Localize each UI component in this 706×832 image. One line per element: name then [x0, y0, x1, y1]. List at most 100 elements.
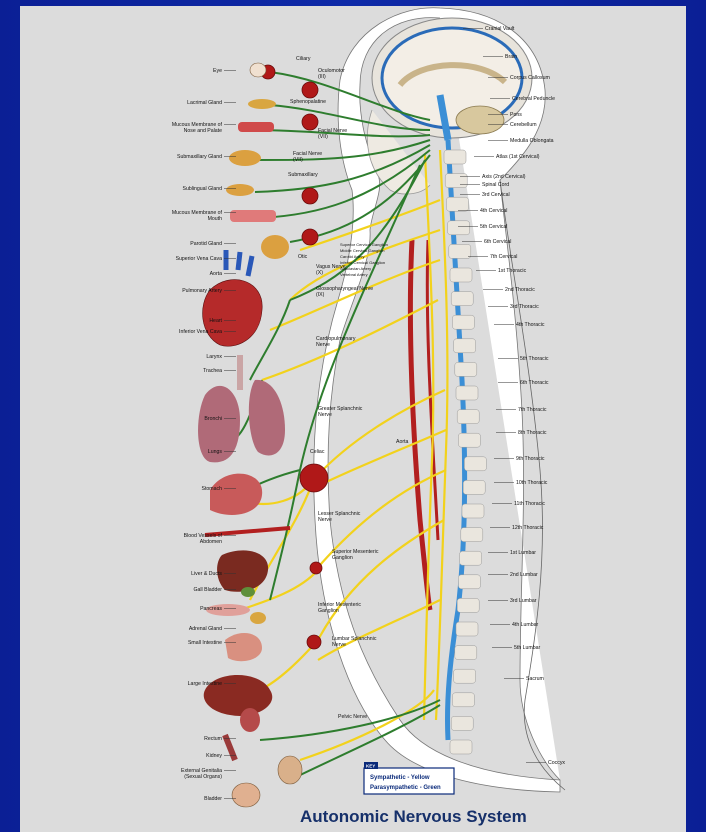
small-intestine: [225, 633, 262, 661]
label-4th-lumbar: 4th Lumbar: [512, 622, 539, 628]
label-10th-thoracic: 10th Thoracic: [516, 480, 548, 486]
genitalia-organ: [278, 756, 302, 784]
label-mucous-membrane-of-mouth-line2: Mouth: [208, 216, 223, 222]
label-facial-nerve-vii-line2: (VII): [293, 157, 303, 163]
label-celiac: Celiac: [310, 449, 325, 455]
superior-mesenteric-ganglion: [310, 562, 322, 574]
label-liver-ducts: Liver & Ducts: [191, 571, 222, 577]
label-aorta: Aorta: [210, 271, 223, 277]
label-sphenopalatine: Sphenopalatine: [290, 99, 326, 105]
label-sacrum: Sacrum: [526, 676, 544, 682]
label-kidney: Kidney: [206, 753, 222, 759]
label-lungs: Lungs: [208, 449, 223, 455]
label-inferior-mesenteric-ganglion-line2: Ganglion: [318, 608, 339, 614]
vertebra: [446, 197, 468, 211]
inferior-mesenteric-ganglion: [307, 635, 321, 649]
lacrimal-gland: [248, 99, 276, 109]
label-external-genitalia-sexual-organs-line2: (Sexual Organs): [184, 774, 222, 780]
label-large-intestine: Large Intestine: [188, 681, 222, 687]
label-parotid-gland: Parotid Gland: [190, 241, 222, 247]
vertebra: [461, 528, 483, 542]
label-inferior-cervical-ganglion: Inferior Cervical Ganglion: [340, 260, 385, 265]
label-pons: Pons: [510, 112, 522, 118]
label-carotid-artery: Carotid Artery: [340, 254, 364, 259]
vertebra: [444, 150, 466, 164]
label-vertebral-artery: Vertebral Artery: [340, 272, 368, 277]
label-sublingual-gland: Sublingual Gland: [182, 186, 222, 192]
submaxillary-ganglion: [302, 188, 318, 204]
oculomotor-ganglion: [302, 82, 318, 98]
label-corpus-callosum: Corpus Callosum: [510, 75, 550, 81]
label-superior-mesenteric-ganglion-line2: Ganglion: [332, 555, 353, 561]
parotid-gland: [261, 235, 289, 259]
label-5th-thoracic: 5th Thoracic: [520, 356, 549, 362]
organs: [198, 63, 302, 807]
vertebra: [451, 716, 473, 730]
submaxillary-gland: [229, 150, 261, 166]
label-ciliary: Ciliary: [296, 56, 311, 62]
label-atlas-1st-cervical: Atlas (1st Cervical): [496, 154, 540, 160]
right-lung: [249, 380, 285, 456]
label-lacrimal-gland: Lacrimal Gland: [187, 100, 222, 106]
label-superior-vena-cava: Superior Vena Cava: [176, 256, 223, 262]
label-cranial-vault: Cranial Vault: [485, 26, 515, 32]
sublingual-gland: [226, 184, 254, 196]
label-heart: Heart: [209, 318, 222, 324]
gall-bladder: [241, 587, 255, 597]
vertebra: [455, 362, 477, 376]
vertebra: [460, 551, 482, 565]
label-rectum: Rectum: [204, 736, 222, 742]
label-cerebellum: Cerebellum: [510, 122, 537, 128]
vertebra: [455, 646, 477, 660]
label-middle-cervical-ganglion: Middle Cervical Ganglion: [340, 248, 384, 253]
label-glossopharyngeal-nerve-ix-line2: (IX): [316, 292, 325, 298]
label-1st-thoracic: 1st Thoracic: [498, 268, 527, 274]
vertebra: [464, 457, 486, 471]
label-otic: Otic: [298, 254, 308, 260]
label-eye: Eye: [213, 68, 222, 74]
label-3rd-cervical: 3rd Cervical: [482, 192, 510, 198]
vertebra: [449, 244, 471, 258]
label-axis-2nd-cervical: Axis (2nd Cervical): [482, 174, 526, 180]
label-8th-thoracic: 8th Thoracic: [518, 430, 547, 436]
label-4th-cervical: 4th Cervical: [480, 208, 507, 214]
label-spinal-cord: Spinal Cord: [482, 182, 509, 188]
vertebra: [448, 221, 470, 235]
label-3rd-thoracic: 3rd Thoracic: [510, 304, 539, 310]
label-bronchi: Bronchi: [204, 416, 222, 422]
bladder-organ: [232, 783, 260, 807]
label-bladder: Bladder: [204, 796, 222, 802]
label-submaxillary-gland: Submaxillary Gland: [177, 154, 222, 160]
key-parasympathetic: Parasympathetic - Green: [370, 785, 441, 791]
label-lesser-splanchnic-nerve-line2: Nerve: [318, 517, 332, 523]
label-greater-splanchnic-nerve-line2: Nerve: [318, 412, 332, 418]
label-11th-thoracic: 11th Thoracic: [514, 501, 545, 507]
great-vessels: [226, 250, 252, 276]
label-glossopharyngeal-nerve-ix: Glossopharyngeal Nerve: [316, 286, 373, 292]
liver-organ: [217, 550, 268, 591]
label-submaxillary: Submaxillary: [288, 172, 318, 178]
vertebra: [456, 386, 478, 400]
label-7th-cervical: 7th Cervical: [490, 254, 517, 260]
label-small-intestine: Small Intestine: [188, 640, 222, 646]
label-pelvic-nerve: Pelvic Nerve: [338, 714, 367, 720]
label-facial-nerve-vii-line2: (VII): [318, 134, 328, 140]
key-sympathetic: Sympathetic - Yellow: [370, 775, 430, 781]
vertebra: [457, 598, 479, 612]
vertebra: [458, 433, 480, 447]
label-aorta: Aorta: [396, 439, 409, 445]
label-superior-cervical-ganglion: Superior Cervical Ganglion: [340, 242, 388, 247]
vertebra: [457, 410, 479, 424]
vertebra: [454, 339, 476, 353]
label-oculomotor-iii-line2: (III): [318, 74, 326, 80]
vertebra: [454, 669, 476, 683]
adrenal-gland: [250, 612, 266, 624]
vertebra: [451, 292, 473, 306]
vertebra: [462, 504, 484, 518]
label-2nd-thoracic: 2nd Thoracic: [505, 287, 535, 293]
label-7th-thoracic: 7th Thoracic: [518, 407, 547, 413]
label-vagus-nerve-x-line2: (X): [316, 270, 323, 276]
vertebra: [450, 740, 472, 754]
label-medulla-oblongata: Medulla Oblongata: [510, 138, 554, 144]
label-gall-bladder: Gall Bladder: [193, 587, 222, 593]
